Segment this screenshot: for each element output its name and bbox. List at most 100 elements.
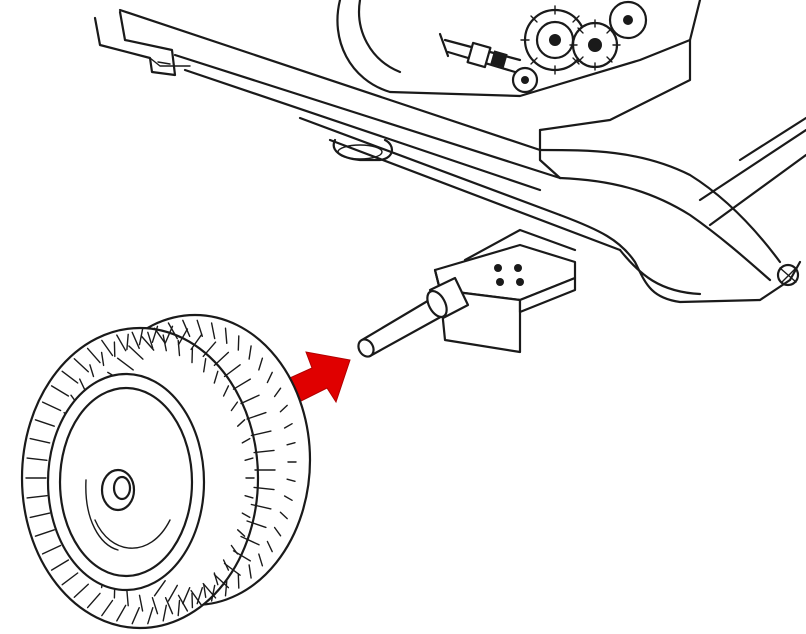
tire-tread-lug <box>196 587 203 605</box>
tire-tread-lug <box>131 607 140 625</box>
tire-tread-lug <box>202 582 217 599</box>
axle-bracket <box>433 228 577 354</box>
tire-tread-lug <box>266 371 273 384</box>
tire-tread-lug <box>223 364 241 378</box>
tire-tread-lug <box>50 385 70 397</box>
tire-tread-lug <box>73 358 89 373</box>
tire-tread-lug <box>248 345 252 360</box>
tire-tread-lug <box>240 535 260 546</box>
tire-tread-lug <box>61 370 79 384</box>
tire-tread-lug <box>116 334 127 352</box>
tire-tread-lug <box>151 597 159 615</box>
tire-tread-lug <box>190 333 203 351</box>
tire-tread-lug <box>164 597 174 615</box>
tire-tread-lug <box>153 580 166 597</box>
tire-tread-lug <box>100 351 105 367</box>
tire-tread-lug <box>237 419 246 427</box>
tire-tread-lug <box>34 529 55 537</box>
tire-tread-lug <box>223 562 241 576</box>
tire-tread-lug <box>116 357 134 371</box>
tire-tread-lug <box>241 437 251 444</box>
tire-tread-lug <box>266 540 273 553</box>
tire-tread-lug <box>250 503 272 510</box>
tire-tread-lug <box>101 339 114 357</box>
machine-frame <box>93 0 806 304</box>
treaded-tire-icon <box>20 313 312 630</box>
tire-tread-lug <box>138 328 144 346</box>
tire-tread-lug <box>248 564 252 579</box>
tire-tread-lug <box>177 339 181 357</box>
tire-tread-lug <box>101 599 114 617</box>
tire-tread-lug <box>253 486 275 491</box>
tire-tread-lug <box>182 319 191 337</box>
tire-tread-lug <box>273 526 282 537</box>
tire-tread-lug <box>222 385 230 397</box>
tire-tread-lug <box>41 544 62 555</box>
tire-tread-lug <box>126 333 129 351</box>
tire-tread-lug <box>213 351 230 367</box>
tire-tread-lug <box>258 357 264 371</box>
tire-tread-lug <box>167 322 178 340</box>
tire-tread-lug <box>286 478 296 482</box>
tire-tread-lug <box>29 437 51 444</box>
tire-tread-lug <box>203 583 207 598</box>
tire-tread-lug <box>253 449 275 454</box>
tire-tread-lug <box>203 358 207 373</box>
tire-tread-lug <box>131 331 140 349</box>
tire-tread-lug <box>250 430 272 437</box>
tire-tread-lug <box>244 495 254 499</box>
tire-tread-lug <box>89 364 95 378</box>
tire-tread-lug <box>116 604 127 622</box>
tire-tread-lug <box>182 587 191 605</box>
tire-tread-lug <box>279 511 288 520</box>
gear-icon <box>438 0 648 94</box>
tire-tread-lug <box>86 347 101 364</box>
tire-tread-lug <box>237 529 246 537</box>
tire-tread-lug <box>230 401 239 412</box>
tire-tread-lug <box>283 423 293 429</box>
tire-tread-lug <box>237 335 240 351</box>
tire-tread-lug <box>232 378 251 390</box>
tire-tread-lug <box>34 419 55 427</box>
tire-tread-lug <box>279 404 288 413</box>
tire-tread-lug <box>26 457 48 461</box>
tire-tread-lug <box>237 573 240 589</box>
tire-tread-lug <box>41 401 62 412</box>
tire-tread-lug <box>26 495 48 499</box>
tire-tread-lug <box>147 607 154 625</box>
tire-tread-lug <box>244 457 254 461</box>
tire-tread-lug <box>73 583 89 598</box>
tire-tread-lug <box>128 345 144 360</box>
tire-tread-lug <box>224 327 228 344</box>
tire-tread-lug <box>29 512 51 519</box>
tire-tread-lug <box>202 341 217 358</box>
tire-tread-lug <box>210 584 216 602</box>
tire-tread-lug <box>213 370 219 384</box>
tire-tread-lug <box>151 325 159 343</box>
tire-tread-lug <box>162 604 167 622</box>
tire-tread-lug <box>241 512 251 519</box>
tire-tread-lug <box>167 584 178 602</box>
tire-tread-lug <box>283 495 293 501</box>
tire-tread-lug <box>177 328 189 346</box>
tire-tread-lug <box>140 335 155 351</box>
tire-tread-lug <box>246 411 267 420</box>
tire-tread-lug <box>190 589 203 607</box>
tire-tread-lug <box>273 387 282 398</box>
tire-tread-lug <box>224 580 228 597</box>
tire-tread-lug <box>210 322 216 340</box>
tire-tread-lug <box>79 378 86 390</box>
tire-tread-lug <box>61 572 79 586</box>
tire-tread-lug <box>147 331 154 349</box>
tire-tread-lug <box>50 559 70 571</box>
tire-tread-lug <box>286 442 296 446</box>
tire-tread-lug <box>246 520 267 529</box>
tire-tread-lug <box>177 599 181 617</box>
tire-tread-lug <box>240 394 260 405</box>
tire-tread-lug <box>232 550 251 562</box>
tire-tread-lug <box>86 592 101 609</box>
tire-tread-lug <box>126 589 129 607</box>
tire-tread-lug <box>153 327 166 344</box>
tire-tread-lug <box>258 553 264 567</box>
